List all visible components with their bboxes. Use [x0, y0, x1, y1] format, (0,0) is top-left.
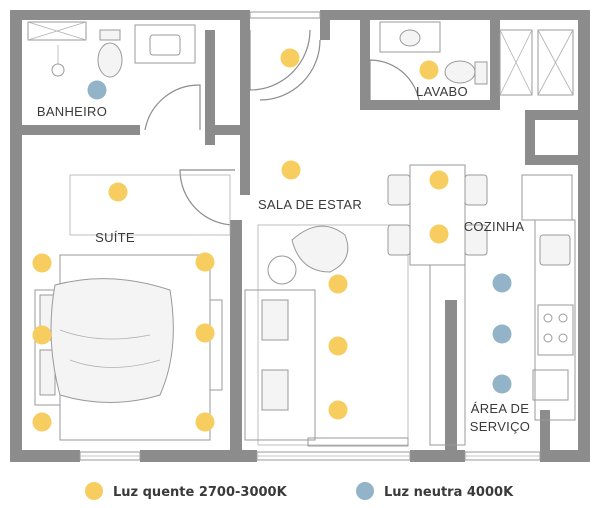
legend-neutral-label: Luz neutra 4000K: [384, 485, 514, 500]
warm-light-hall: [280, 48, 300, 68]
walls: [10, 10, 590, 462]
windows: [79, 11, 541, 461]
warm-light-suite: [32, 325, 52, 345]
warm-light-suite: [32, 253, 52, 273]
legend-warm-label: Luz quente 2700-3000K: [113, 485, 288, 500]
warm-light-suite: [195, 412, 215, 432]
warm-light-cozinha: [429, 224, 449, 244]
neutral-light-banheiro: [87, 80, 107, 100]
warm-light-suite: [108, 182, 128, 202]
banheiro-fixtures: [27, 21, 196, 78]
neutral-light-cozinha: [492, 324, 512, 344]
warm-light-lavabo: [419, 60, 439, 80]
neutral-light-cozinha: [492, 273, 512, 293]
warm-light-sala: [328, 336, 348, 356]
label-banheiro: BANHEIRO: [37, 104, 107, 119]
label-suite: SUÍTE: [95, 230, 135, 245]
label-cozinha: COZINHA: [464, 219, 525, 234]
warm-light-suite: [32, 412, 52, 432]
lights: [32, 48, 512, 432]
warm-light-sala: [328, 400, 348, 420]
neutral-light-area-servico: [492, 374, 512, 394]
cozinha-furniture: [387, 164, 576, 446]
legend: Luz quente 2700-3000K Luz neutra 4000K: [85, 482, 514, 500]
legend-neutral-swatch: [356, 482, 374, 500]
warm-light-sala: [328, 274, 348, 294]
suite-furniture: [34, 174, 231, 441]
sala-furniture: [244, 224, 409, 447]
lavabo-fixtures: [379, 21, 488, 85]
label-sala: SALA DE ESTAR: [258, 197, 362, 212]
label-lavabo: LAVABO: [416, 84, 468, 99]
warm-light-sala: [281, 160, 301, 180]
warm-light-cozinha: [429, 170, 449, 190]
label-area-1: ÁREA DE: [471, 401, 529, 416]
warm-light-suite: [195, 323, 215, 343]
room-labels: BANHEIRO LAVABO SALA DE ESTAR SUÍTE COZI…: [37, 84, 530, 434]
legend-warm-swatch: [85, 482, 103, 500]
warm-light-suite: [195, 252, 215, 272]
label-area-2: SERVIÇO: [470, 419, 530, 434]
shafts: [499, 29, 574, 96]
